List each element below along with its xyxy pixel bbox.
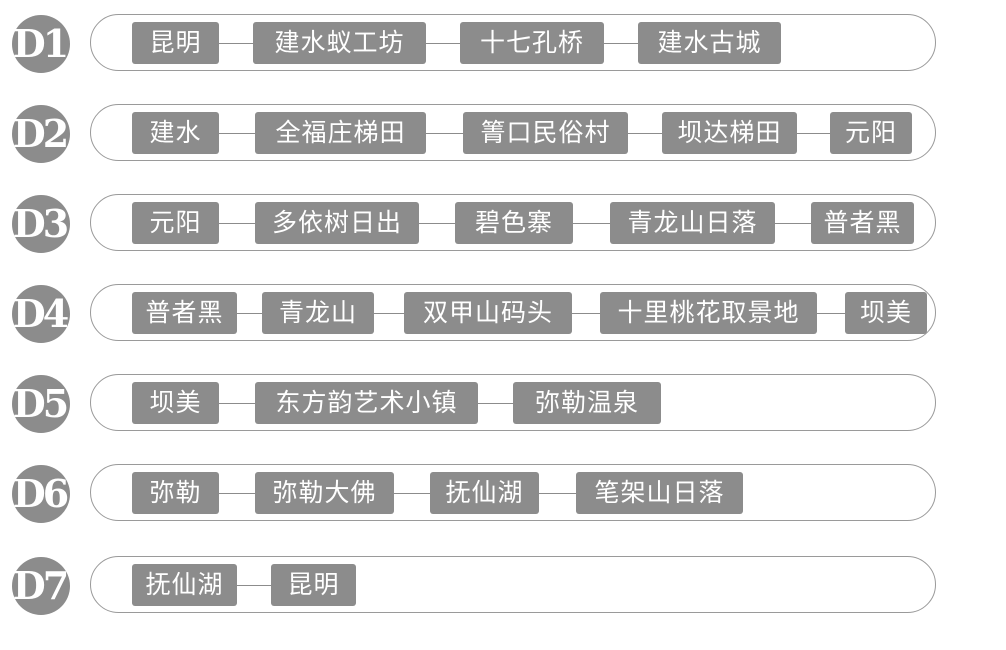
route-connector: [218, 493, 576, 494]
stop-chip: 建水: [132, 112, 219, 154]
stop-chip: 十里桃花取景地: [600, 292, 817, 334]
stop-chip: 建水蚁工坊: [253, 22, 426, 64]
day-badge: D7: [12, 557, 70, 615]
stop-chip: 青龙山: [262, 292, 374, 334]
day-row-d4: D4 普者黑 青龙山 双甲山码头 十里桃花取景地 坝美: [0, 283, 1006, 345]
stop-chip: 元阳: [132, 202, 219, 244]
day-badge: D5: [12, 375, 70, 433]
route-connector: [236, 585, 272, 586]
day-badge: D2: [12, 105, 70, 163]
stop-chip: 弥勒大佛: [255, 472, 394, 514]
stop-chip: 十七孔桥: [460, 22, 604, 64]
stop-chip: 箐口民俗村: [463, 112, 628, 154]
stop-chip: 东方韵艺术小镇: [255, 382, 478, 424]
stop-chip: 双甲山码头: [404, 292, 572, 334]
day-badge: D4: [12, 285, 70, 343]
route-connector: [218, 43, 638, 44]
stop-chip: 建水古城: [638, 22, 781, 64]
stop-chip: 多依树日出: [255, 202, 419, 244]
stop-chip: 弥勒温泉: [513, 382, 661, 424]
stop-chip: 坝达梯田: [662, 112, 797, 154]
stop-chip: 抚仙湖: [430, 472, 539, 514]
stop-chip: 元阳: [830, 112, 912, 154]
day-row-d7: D7 抚仙湖 昆明: [0, 555, 1006, 617]
stop-chip: 青龙山日落: [610, 202, 775, 244]
day-row-d3: D3 元阳 多依树日出 碧色寨 青龙山日落 普者黑: [0, 193, 1006, 255]
day-row-d2: D2 建水 全福庄梯田 箐口民俗村 坝达梯田 元阳: [0, 103, 1006, 165]
stop-chip: 笔架山日落: [576, 472, 743, 514]
stop-chip: 普者黑: [811, 202, 914, 244]
stop-chip: 碧色寨: [455, 202, 573, 244]
day-row-d6: D6 弥勒 弥勒大佛 抚仙湖 笔架山日落: [0, 463, 1006, 525]
stop-chip: 昆明: [271, 564, 356, 606]
stop-chip: 弥勒: [132, 472, 219, 514]
stop-chip: 抚仙湖: [132, 564, 237, 606]
stop-chip: 普者黑: [132, 292, 237, 334]
day-row-d1: D1 昆明 建水蚁工坊 十七孔桥 建水古城: [0, 13, 1006, 75]
stop-chip: 坝美: [845, 292, 927, 334]
day-badge: D6: [12, 465, 70, 523]
day-badge: D1: [12, 15, 70, 73]
stop-chip: 坝美: [132, 382, 219, 424]
day-badge: D3: [12, 195, 70, 253]
stop-chip: 昆明: [132, 22, 219, 64]
stop-chip: 全福庄梯田: [255, 112, 426, 154]
day-row-d5: D5 坝美 东方韵艺术小镇 弥勒温泉: [0, 373, 1006, 435]
